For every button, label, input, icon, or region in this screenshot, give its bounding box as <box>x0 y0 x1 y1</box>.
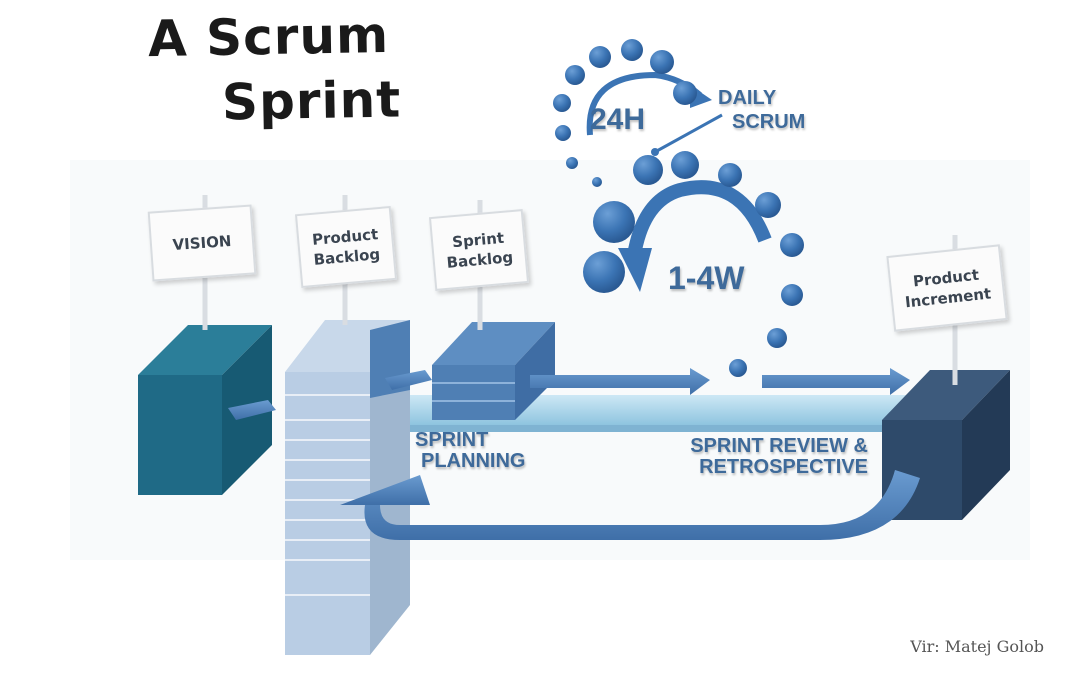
cycle-bubble <box>633 155 663 185</box>
return-arrow-head <box>340 475 430 505</box>
sprint-review-line2: RETROSPECTIVE <box>699 456 868 478</box>
cycle-bubble <box>592 177 602 187</box>
sprint-platform-edge <box>380 425 920 432</box>
vision-box <box>138 325 272 495</box>
cycle-bubble <box>555 125 571 141</box>
arrow-vision-to-backlog <box>228 400 276 420</box>
cycle-bubble <box>755 192 781 218</box>
cycle-bubble <box>767 328 787 348</box>
sign-product-backlog-line2: Backlog <box>312 245 381 269</box>
sprint-duration-label: 1-4W <box>668 260 745 296</box>
daily-scrum-label-line2: SCRUM <box>732 111 806 133</box>
cycle-bubble <box>718 163 742 187</box>
cycle-bubble <box>781 284 803 306</box>
daily-scrum-label: DAILY SCRUM <box>718 86 805 134</box>
title-line-2: Sprint <box>221 70 402 132</box>
sprint-cycle-arrowhead <box>618 248 652 292</box>
cycle-bubble <box>673 81 697 105</box>
cycle-bubble <box>650 50 674 74</box>
arrow-backlog-to-sprint-backlog <box>385 370 432 390</box>
cycle-bubble <box>729 359 747 377</box>
cycle-bubble <box>621 39 643 61</box>
sign-vision-text: VISION <box>171 231 232 255</box>
cycle-bubble <box>589 46 611 68</box>
arrow-sprint-forward-1 <box>530 368 710 395</box>
daily-scrum-pointer <box>654 113 723 154</box>
cycle-bubbles <box>553 39 804 377</box>
cycle-bubble <box>671 151 699 179</box>
cycle-bubble <box>565 65 585 85</box>
daily-duration-label: 24H <box>590 103 646 136</box>
arrow-sprint-forward-2 <box>762 368 910 395</box>
cycle-bubble <box>553 94 571 112</box>
sprint-cycle-arc <box>628 180 772 252</box>
sprint-backlog-box <box>432 322 555 420</box>
sign-sprint-backlog-line2: Backlog <box>445 248 514 272</box>
sprint-planning-line2: PLANNING <box>421 450 526 472</box>
title-line-1: A Scrum <box>147 5 390 69</box>
daily-scrum-label-line1: DAILY <box>718 87 777 109</box>
cycle-bubble <box>780 233 804 257</box>
return-arrow <box>364 470 920 540</box>
sign-vision: VISION <box>147 204 257 282</box>
product-increment-box <box>882 370 1010 520</box>
cycle-bubble <box>566 157 578 169</box>
sprint-planning-line1: SPRINT <box>415 429 489 451</box>
sprint-review-line1: SPRINT REVIEW & <box>690 435 868 457</box>
sprint-review-label: SPRINT REVIEW & RETROSPECTIVE <box>672 436 868 478</box>
image-credit: Vir: Matej Golob <box>910 637 1044 656</box>
sprint-planning-label: SPRINT PLANNING <box>415 430 525 472</box>
daily-scrum-pointer-dot <box>651 148 659 156</box>
cycle-bubble <box>583 251 625 293</box>
cycle-bubble <box>593 201 635 243</box>
